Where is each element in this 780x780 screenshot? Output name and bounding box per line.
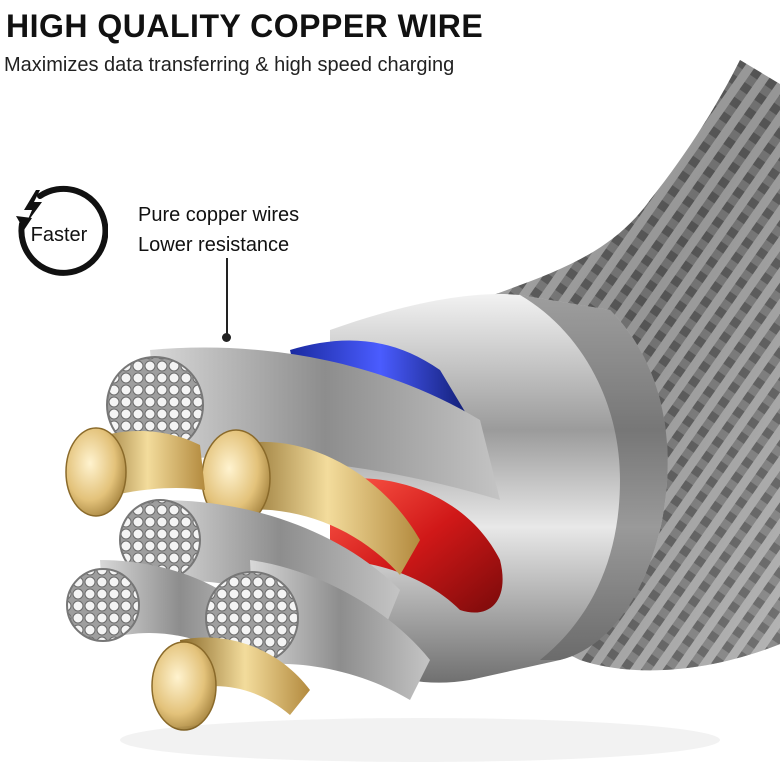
- callout-line-1: Pure copper wires: [138, 204, 300, 226]
- badge-label: Faster: [30, 224, 88, 246]
- callout-leader-line: [226, 258, 228, 336]
- speed-badge: [16, 185, 108, 276]
- callout-leader-dot: [222, 333, 231, 342]
- callout-text: Pure copper wires Lower resistance: [138, 200, 299, 260]
- headline: HIGH QUALITY COPPER WIRE: [6, 8, 484, 44]
- callout-line-2: Lower resistance: [138, 234, 290, 256]
- subheadline: Maximizes data transferring & high speed…: [4, 54, 455, 76]
- lightning-bolt-icon: [24, 190, 42, 224]
